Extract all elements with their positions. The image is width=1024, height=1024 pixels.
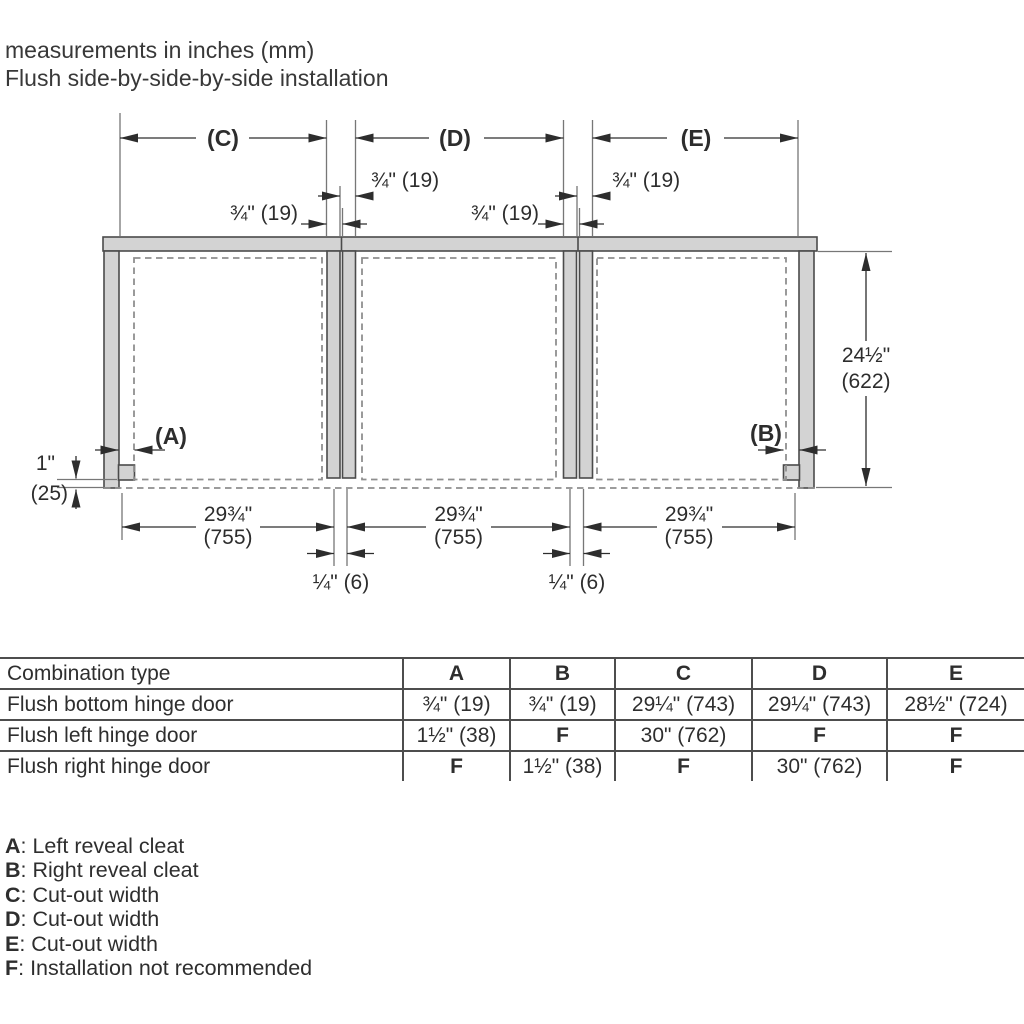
- legend: A: Left reveal cleat B: Right reveal cle…: [5, 834, 312, 980]
- legend-desc: : Right reveal cleat: [20, 858, 199, 883]
- cutout-e-dashed-rect: [596, 257, 787, 481]
- divider1-panel-left: [326, 250, 341, 479]
- cutout-c-label: (C): [207, 125, 239, 151]
- col-header-d: D: [751, 658, 887, 689]
- cleat-b-label: (B): [750, 420, 782, 446]
- bottom-reveal-in: 1": [36, 452, 55, 475]
- legend-key: D: [5, 907, 21, 932]
- page-title: measurements in inches (mm) Flush side-b…: [5, 36, 389, 92]
- legend-key: E: [5, 931, 20, 956]
- legend-item-d: D: Cut-out width: [5, 907, 312, 931]
- divider2-panel-left: [562, 250, 578, 479]
- installation-diagram: (C) (D) (E) ¾" (19) ¾" (19) ¾" (19) ¾" (…: [31, 113, 892, 594]
- dimension-labels: (C) (D) (E) ¾" (19) ¾" (19) ¾" (19) ¾" (…: [31, 125, 891, 594]
- panel-thickness-d2-lower: ¾" (19): [471, 202, 539, 225]
- legend-item-c: C: Cut-out width: [5, 883, 312, 907]
- cutout-outlines: [104, 257, 816, 489]
- cell-bottom-b: ¾" (19): [509, 689, 615, 720]
- legend-desc: : Cut-out width: [20, 907, 160, 932]
- cell-left-a: 1½" (38): [402, 720, 510, 751]
- top-panel: [102, 236, 818, 252]
- opening2-width-in: 29¾": [434, 503, 482, 526]
- table-row: Flush left hinge door 1½" (38) F 30" (76…: [0, 720, 1024, 751]
- col-header-c: C: [614, 658, 752, 689]
- niche-height-mm: (622): [841, 370, 890, 393]
- combination-table: Combination type A B C D E Flush bottom …: [0, 657, 1024, 781]
- table-row: Flush right hinge door F 1½" (38) F 30" …: [0, 751, 1024, 781]
- cell-bottom-d: 29¼" (743): [751, 689, 887, 720]
- opening3-width-in: 29¾": [665, 503, 713, 526]
- opening1-width-mm: (755): [203, 526, 252, 549]
- row-label-bottom-hinge: Flush bottom hinge door: [7, 692, 234, 716]
- dimension-lines: [71, 133, 871, 558]
- cell-right-e: F: [886, 751, 1024, 781]
- legend-item-e: E: Cut-out width: [5, 932, 312, 956]
- row-label-right-hinge: Flush right hinge door: [7, 754, 211, 778]
- opening3-width-mm: (755): [664, 526, 713, 549]
- cell-left-b: F: [509, 720, 615, 751]
- cell-right-c: F: [614, 751, 752, 781]
- title-line-installation: Flush side-by-side-by-side installation: [5, 65, 389, 91]
- cabinet-structure: [102, 236, 818, 489]
- panel-thickness-d2-upper: ¾" (19): [612, 169, 680, 192]
- gap2-label: ¼" (6): [549, 571, 605, 594]
- right-side-panel: [798, 250, 815, 489]
- legend-key: A: [5, 834, 21, 858]
- cell-left-e: F: [886, 720, 1024, 751]
- panel-thickness-d1-lower: ¾" (19): [230, 202, 298, 225]
- cell-left-c: 30" (762): [614, 720, 752, 751]
- row-label-left-hinge: Flush left hinge door: [7, 723, 198, 747]
- cutout-c-dashed-rect: [133, 257, 323, 481]
- table-header-row: Combination type A B C D E: [0, 658, 1024, 689]
- col-header-e: E: [886, 658, 1024, 689]
- cell-right-a: F: [402, 751, 510, 781]
- cutout-d-dashed-rect: [361, 257, 557, 481]
- cell-right-d: 30" (762): [751, 751, 887, 781]
- legend-desc: : Installation not recommended: [18, 956, 313, 981]
- right-reveal-cleat: [782, 464, 801, 481]
- divider2-panel-right: [578, 250, 594, 479]
- table-row: Flush bottom hinge door ¾" (19) ¾" (19) …: [0, 689, 1024, 720]
- divider1-panel-right: [341, 250, 357, 479]
- opening2-width-mm: (755): [434, 526, 483, 549]
- legend-item-f: F: Installation not recommended: [5, 956, 312, 980]
- cell-bottom-c: 29¼" (743): [614, 689, 752, 720]
- cutout-d-label: (D): [439, 125, 471, 151]
- left-reveal-cleat: [117, 464, 136, 481]
- legend-desc: : Left reveal cleat: [20, 834, 185, 858]
- legend-key: C: [5, 882, 21, 907]
- legend-item-b: B: Right reveal cleat: [5, 858, 312, 882]
- col-header-combination-type: Combination type: [7, 661, 171, 685]
- cutout-e-label: (E): [681, 125, 712, 151]
- legend-desc: : Cut-out width: [19, 931, 158, 956]
- bottom-reveal-mm: (25): [31, 482, 68, 505]
- legend-key: B: [5, 858, 21, 883]
- col-header-b: B: [509, 658, 615, 689]
- cell-bottom-a: ¾" (19): [402, 689, 510, 720]
- col-header-a: A: [402, 658, 510, 689]
- panel-thickness-d1-upper: ¾" (19): [371, 169, 439, 192]
- title-line-units: measurements in inches (mm): [5, 37, 315, 63]
- legend-item-a: A: Left reveal cleat: [5, 834, 312, 858]
- legend-key: F: [5, 956, 19, 981]
- cell-bottom-e: 28½" (724): [886, 689, 1024, 720]
- extension-lines: [57, 113, 892, 566]
- gap1-label: ¼" (6): [313, 571, 369, 594]
- cell-right-b: 1½" (38): [509, 751, 615, 781]
- legend-desc: : Cut-out width: [20, 882, 160, 907]
- opening1-width-in: 29¾": [204, 503, 252, 526]
- left-side-panel: [103, 250, 120, 489]
- cleat-a-label: (A): [155, 423, 187, 449]
- cell-left-d: F: [751, 720, 887, 751]
- niche-height-in: 24½": [842, 344, 890, 367]
